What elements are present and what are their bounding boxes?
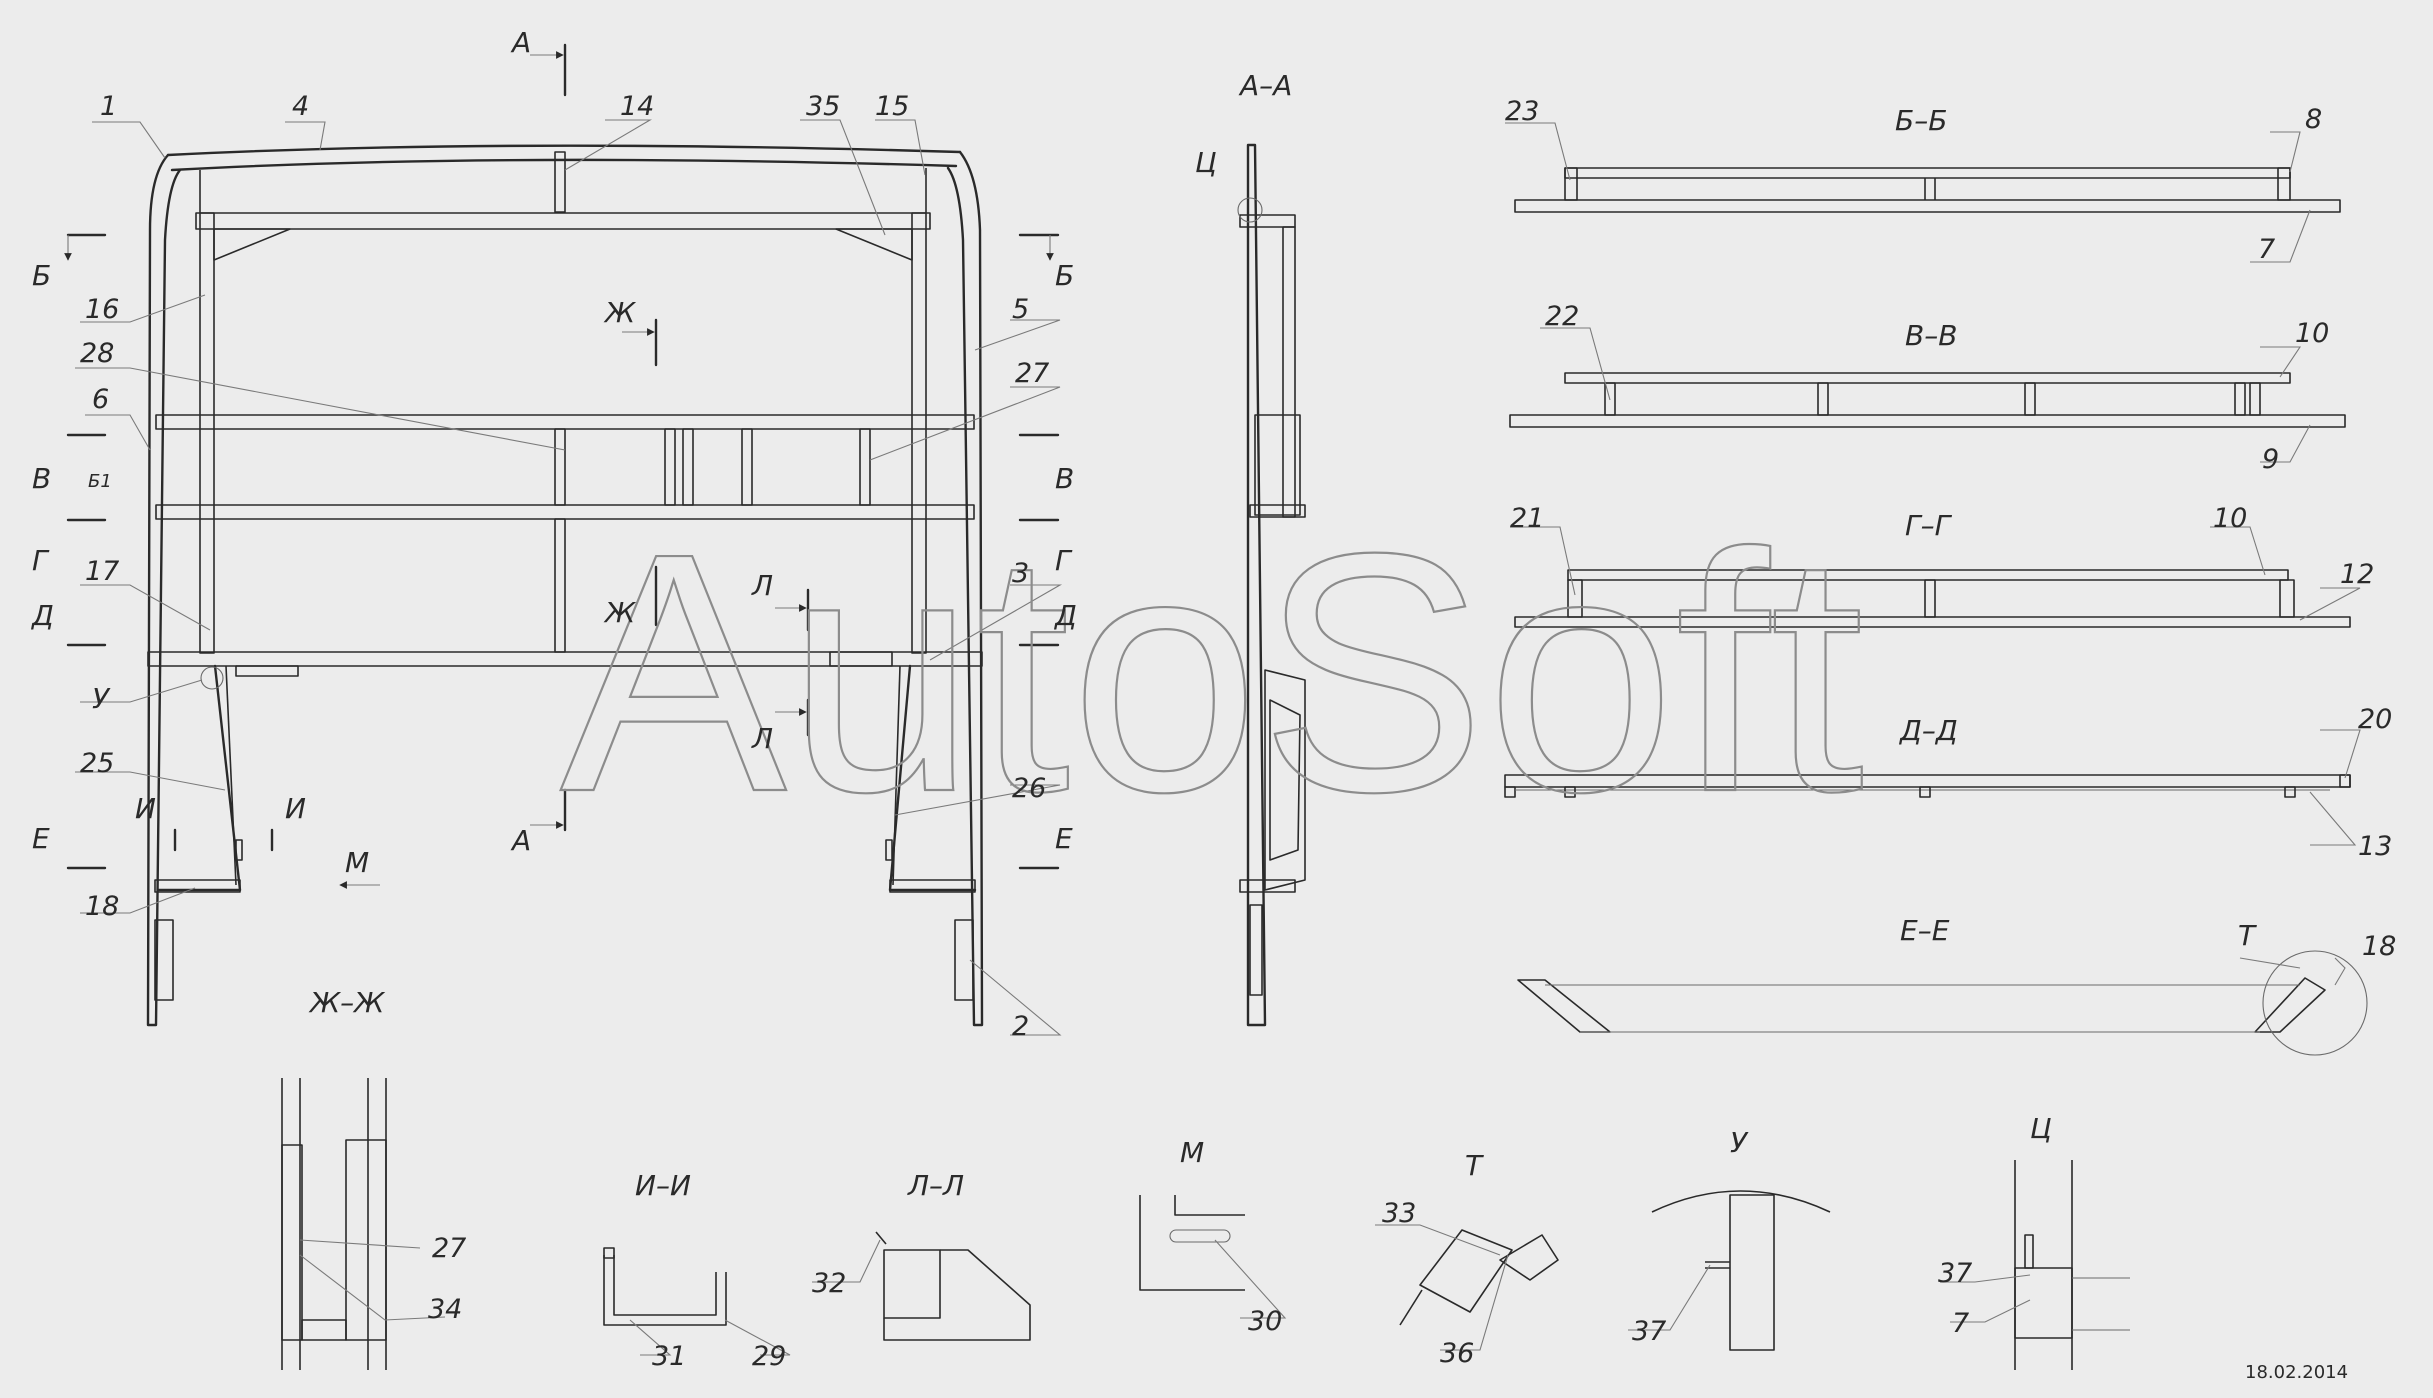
section-i-right: И: [285, 792, 306, 825]
section-ee-view: [1517, 950, 2368, 1056]
callout-13: 13: [2358, 831, 2392, 862]
callout-10b: 10: [2213, 503, 2247, 534]
callout-32: 32: [812, 1268, 846, 1299]
section-vv-title: В–В: [1905, 319, 1957, 352]
callout-9: 9: [2262, 444, 2279, 475]
section-e-right: Е: [1055, 822, 1073, 855]
section-b-right: Б: [1055, 259, 1074, 292]
callout-34: 34: [428, 1294, 462, 1325]
callout-5: 5: [1012, 294, 1029, 325]
section-t-title: Т: [1465, 1149, 1484, 1182]
section-i-left: И: [135, 792, 156, 825]
callout-33: 33: [1382, 1198, 1416, 1229]
section-a-arrow: А: [510, 26, 531, 59]
section-b1-mark: Б1: [88, 471, 112, 492]
section-v-left: В: [32, 462, 51, 495]
callout-17: 17: [85, 556, 119, 587]
callout-14: 14: [620, 91, 654, 122]
drawing-date: 18.02.2014: [2245, 1362, 2348, 1383]
section-gg-title: Г–Г: [1905, 509, 1953, 542]
callout-27b: 27: [432, 1233, 466, 1264]
callout-27a: 27: [1015, 358, 1049, 389]
detail-zh-view: [281, 1078, 387, 1370]
section-aa-title: А–А: [1238, 69, 1292, 102]
callout-18a: 18: [85, 891, 119, 922]
callout-31: 31: [652, 1341, 686, 1372]
callout-29: 29: [752, 1341, 786, 1372]
section-ll-title: Л–Л: [907, 1169, 964, 1202]
section-d-right: Д: [1053, 599, 1077, 632]
callout-18b: 18: [2362, 931, 2396, 962]
section-ts-title: Ц: [2030, 1112, 2052, 1145]
section-l-bottom: Л: [751, 722, 773, 755]
section-bb-title: Б–Б: [1895, 104, 1947, 137]
callout-36: 36: [1440, 1338, 1474, 1369]
detail-u-view: [1651, 1190, 1831, 1351]
section-a-arrow-bottom: А: [510, 824, 531, 857]
callout-23: 23: [1505, 96, 1539, 127]
callout-8: 8: [2305, 104, 2322, 135]
section-dd-view: [1504, 774, 2351, 798]
callout-35: 35: [806, 91, 840, 122]
callout-4: 4: [292, 91, 309, 122]
section-g-left: Г: [32, 544, 50, 577]
callout-30: 30: [1248, 1306, 1282, 1337]
section-u-title: У: [1730, 1126, 1749, 1159]
callout-1: 1: [100, 91, 117, 122]
callout-6: 6: [92, 384, 109, 415]
section-aa-view: [1237, 143, 1306, 1027]
detail-m-view: [1139, 1195, 1245, 1291]
section-arrows: [64, 43, 1060, 889]
detail-t-view: [1399, 1229, 1559, 1326]
section-g-right: Г: [1055, 544, 1073, 577]
watermark: AutoSoft: [560, 483, 1865, 863]
main-frame-view: [146, 144, 984, 1027]
callout-12: 12: [2340, 559, 2374, 590]
callout-2: 2: [1012, 1011, 1029, 1042]
callout-25: 25: [80, 748, 114, 779]
section-vv-view: [1509, 372, 2346, 428]
section-dd-title: Д–Д: [1898, 714, 1958, 747]
section-bb-view: [1514, 167, 2341, 213]
section-v-right: В: [1055, 462, 1074, 495]
section-u-mark: У: [92, 682, 111, 715]
section-ii-title: И–И: [635, 1169, 691, 1202]
detail-ts-view: [2014, 1160, 2130, 1370]
callout-7b: 7: [1952, 1308, 1969, 1339]
section-e-left: Е: [32, 822, 50, 855]
section-gg-view: [1514, 569, 2351, 628]
section-zh-mid: Ж: [603, 596, 637, 629]
section-m-arrow: М: [345, 846, 369, 879]
callout-15: 15: [875, 91, 909, 122]
section-letters: А А А–А Б Б Б–Б В В В–В Г Г Г–Г Д Д Д–Д …: [30, 26, 2257, 1202]
callout-26: 26: [1012, 773, 1046, 804]
detail-ii-view: [603, 1247, 727, 1326]
callouts: 1 4 14 35 15 16 28 6 5 27 17 3 25 26 18 …: [80, 91, 2396, 1372]
callout-7a: 7: [2258, 234, 2275, 265]
callout-20: 20: [2358, 704, 2392, 735]
section-d-left: Д: [30, 599, 54, 632]
section-zh-top: Ж: [603, 296, 637, 329]
callout-37a: 37: [1632, 1316, 1666, 1347]
section-zhzh-title: Ж–Ж: [308, 986, 386, 1019]
leader-lines: [75, 119, 2361, 1356]
callout-28: 28: [80, 338, 114, 369]
section-t-mark: Т: [2238, 919, 2257, 952]
callout-37b: 37: [1938, 1258, 1972, 1289]
callout-10a: 10: [2295, 318, 2329, 349]
section-l-top: Л: [751, 569, 773, 602]
callout-21: 21: [1510, 503, 1544, 534]
section-ts-mark: Ц: [1195, 146, 1217, 179]
callout-16: 16: [85, 294, 119, 325]
callout-22: 22: [1545, 301, 1579, 332]
callout-3: 3: [1012, 558, 1029, 589]
detail-ll-view: [875, 1231, 1031, 1341]
section-b-left: Б: [32, 259, 51, 292]
section-ee-title: Е–Е: [1900, 914, 1950, 947]
section-m-title: М: [1180, 1136, 1204, 1169]
